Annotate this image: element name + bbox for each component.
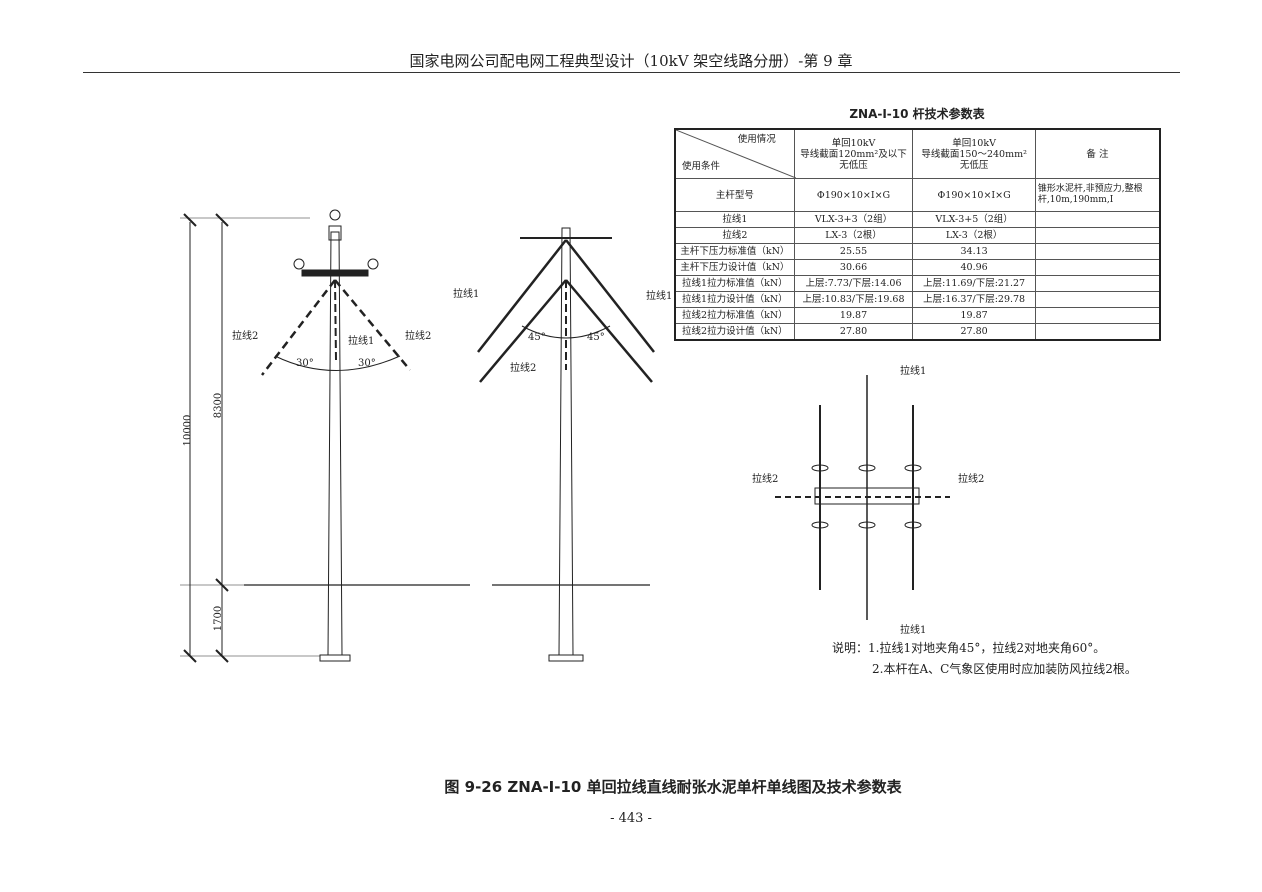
dim-below: 1700: [213, 605, 225, 632]
label-stay1-mid-left: 拉线1: [453, 289, 480, 300]
label-stay2-mid: 拉线2: [510, 363, 537, 374]
label-stay2-right: 拉线2: [405, 331, 432, 342]
label-stay1-left: 拉线1: [348, 336, 375, 347]
page-number: - 443 -: [610, 811, 652, 826]
corner-bottom: 使用条件: [682, 161, 721, 172]
cell: 上层:11.69/下层:21.27: [912, 275, 1036, 292]
dimension-lines: [180, 213, 320, 663]
row-label: 拉线2: [674, 227, 795, 244]
row-label: 拉线1拉力设计值（kN）: [674, 291, 795, 308]
note-cell: [1034, 275, 1161, 292]
angle-45-right: 45°: [587, 332, 605, 343]
label-stay2-left: 拉线2: [232, 331, 259, 342]
cell: Φ190×10×I×G: [912, 178, 1036, 212]
note-2: 2.本杆在A、C气象区使用时应加装防风拉线2根。: [872, 662, 1137, 676]
note-cell: [1034, 291, 1161, 308]
figure-caption: 图 9-26 ZNA-I-10 单回拉线直线耐张水泥单杆单线图及技术参数表: [444, 778, 902, 796]
note-cell: 锥形水泥杆,非预应力,整根杆,10m,190mm,I: [1034, 178, 1161, 212]
col1-l1: 单回10kV: [831, 137, 876, 149]
cell: 27.80: [793, 323, 914, 341]
row-label: 主杆下压力设计值（kN）: [674, 259, 795, 276]
cell: 34.13: [912, 243, 1036, 260]
row-label: 拉线2拉力标准值（kN）: [674, 307, 795, 324]
plan-label-stay2-left: 拉线2: [752, 474, 779, 485]
col1-l2: 导线截面120mm²及以下: [800, 148, 907, 160]
cell: 上层:10.83/下层:19.68: [793, 291, 914, 308]
middle-pole: [477, 227, 655, 662]
note-cell: [1034, 227, 1161, 244]
table-title: ZNA-I-10 杆技术参数表: [849, 107, 985, 121]
cell: 27.80: [912, 323, 1036, 341]
cell: 25.55: [793, 243, 914, 260]
row-label: 主杆型号: [674, 178, 795, 212]
col1-l3: 无低压: [839, 159, 868, 171]
plan-view: [775, 375, 950, 620]
angle-30-left: 30°: [296, 358, 314, 369]
header-rule: [83, 72, 1180, 73]
cell: 上层:7.73/下层:14.06: [793, 275, 914, 292]
cell: 19.87: [912, 307, 1036, 324]
angle-30-right: 30°: [358, 358, 376, 369]
note-cell: [1034, 307, 1161, 324]
cell: 30.66: [793, 259, 914, 276]
cell: 上层:16.37/下层:29.78: [912, 291, 1036, 308]
cell: Φ190×10×I×G: [793, 178, 914, 212]
cell: VLX-3+3（2组）: [793, 211, 914, 228]
dim-total: 10000: [182, 414, 194, 447]
col3-header: 备 注: [1034, 128, 1161, 179]
dim-above: 8300: [213, 392, 225, 419]
cell: LX-3（2根）: [912, 227, 1036, 244]
col2-l3: 无低压: [959, 159, 989, 171]
plan-label-stay2-right: 拉线2: [958, 474, 985, 485]
plan-label-stay1-bottom: 拉线1: [900, 625, 927, 636]
note-cell: [1034, 243, 1161, 260]
note-1: 说明：1.拉线1对地夹角45°，拉线2对地夹角60°。: [832, 641, 1106, 655]
row-label: 拉线2拉力设计值（kN）: [674, 323, 795, 341]
cell: 19.87: [793, 307, 914, 324]
note-cell: [1034, 259, 1161, 276]
corner-top: 使用情况: [737, 134, 776, 145]
corner-cell: 使用情况 使用条件: [674, 128, 796, 179]
note-cell: [1034, 323, 1161, 341]
cell: LX-3（2根）: [793, 227, 914, 244]
row-label: 拉线1拉力标准值（kN）: [674, 275, 795, 292]
row-label: 拉线1: [674, 211, 795, 228]
left-pole: [261, 209, 411, 662]
row-label: 主杆下压力标准值（kN）: [674, 243, 795, 260]
cell: VLX-3+5（2组）: [912, 211, 1036, 228]
plan-label-stay1-top: 拉线1: [900, 366, 927, 377]
page-header: 国家电网公司配电网工程典型设计（10kV 架空线路分册）-第 9 章: [409, 52, 853, 70]
label-stay1-mid-right: 拉线1: [646, 291, 673, 302]
cell: 40.96: [912, 259, 1036, 276]
col2-l1: 单回10kV: [952, 137, 996, 149]
angle-45-left: 45°: [528, 332, 546, 343]
note-cell: [1034, 211, 1161, 228]
col2-l2: 导线截面150～240mm²: [921, 148, 1027, 160]
